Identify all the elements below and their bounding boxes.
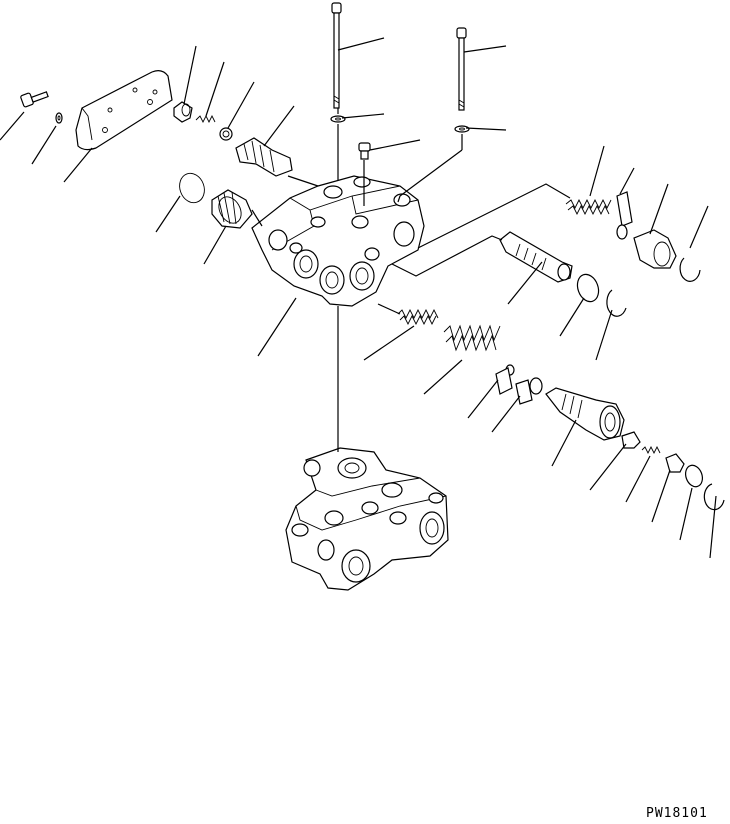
pin-middle-1 xyxy=(495,367,513,395)
long-bolt-left xyxy=(331,2,342,109)
ring-upper-right xyxy=(616,224,628,240)
spool-lower-right xyxy=(545,387,625,441)
plug-small xyxy=(173,101,193,123)
spring-upper-right xyxy=(565,198,612,216)
cap-lower-right xyxy=(684,464,704,488)
washer-left xyxy=(330,115,346,123)
sleeve-left xyxy=(211,189,253,229)
piston-upper-right xyxy=(633,229,677,269)
spring-middle-large xyxy=(443,324,501,352)
assembly-guide-lines xyxy=(251,108,571,452)
cap-middle-right xyxy=(576,273,600,303)
spool-upper-right xyxy=(499,231,573,283)
cover-washer xyxy=(55,112,63,124)
small-plug-bolt xyxy=(358,142,371,160)
spring-middle-small xyxy=(397,308,439,326)
snap-ring-middle-right xyxy=(606,289,627,317)
pin-middle-2 xyxy=(515,379,533,405)
ring-middle-2 xyxy=(529,377,543,395)
spring-lower-right xyxy=(641,445,661,455)
cover-plate xyxy=(75,70,173,151)
spring-seat xyxy=(219,127,233,141)
valve-body-lower xyxy=(285,447,449,591)
leader-lines xyxy=(0,37,717,559)
valve-spool-upper xyxy=(235,137,293,177)
drawing-code: PW18101 xyxy=(646,806,708,821)
cover-bolt xyxy=(20,91,49,108)
o-ring-left xyxy=(179,172,205,204)
plug-lower-right xyxy=(621,431,641,449)
valve-body-upper xyxy=(251,175,425,307)
pin-upper-right xyxy=(616,191,633,227)
snap-ring-upper-right xyxy=(679,257,701,282)
spring-small-1 xyxy=(195,114,216,124)
washer-right xyxy=(454,125,470,133)
seat-lower-right xyxy=(665,453,685,473)
long-bolt-right xyxy=(456,27,467,111)
snap-ring-lower-right xyxy=(703,483,725,511)
